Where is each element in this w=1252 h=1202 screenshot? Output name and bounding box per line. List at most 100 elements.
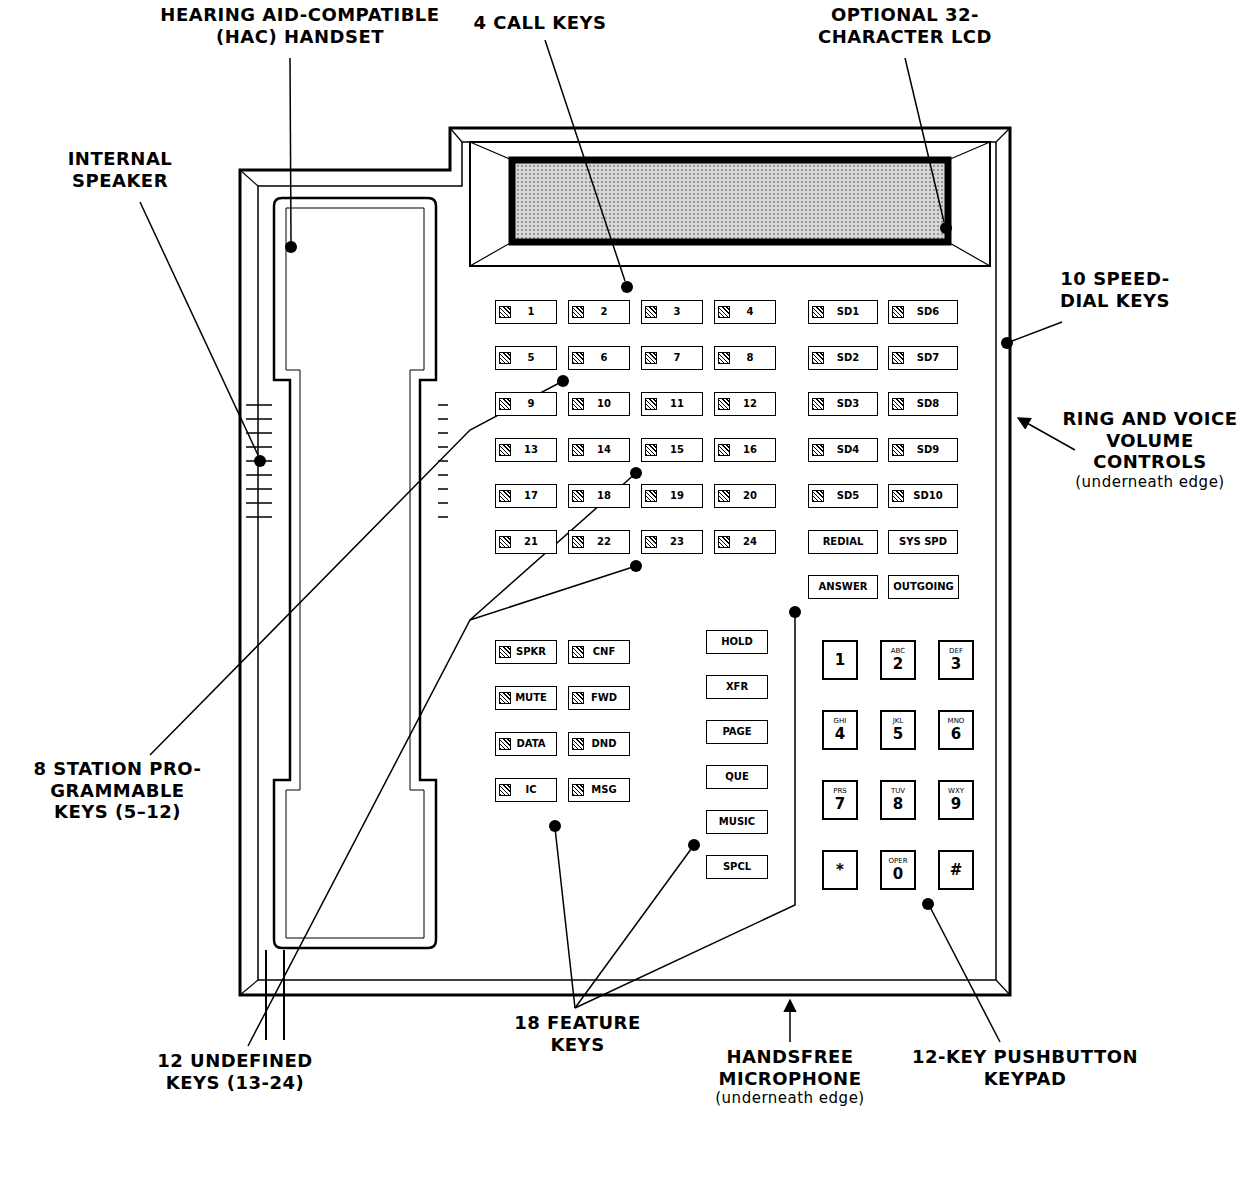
keypad-key: MNO6 — [938, 710, 974, 750]
key-legend: IC — [525, 785, 536, 795]
keypad-legend: 5 — [893, 727, 903, 742]
led-indicator — [499, 306, 511, 318]
feature-key: QUE — [706, 765, 768, 789]
led-indicator — [892, 444, 904, 456]
leader-line — [470, 566, 636, 620]
led-indicator — [645, 306, 657, 318]
led-indicator — [812, 398, 824, 410]
key-legend: SYS SPD — [899, 537, 947, 547]
speed-dial-key: SD4 — [808, 438, 878, 462]
leader-dot — [285, 241, 297, 253]
key-legend: SPCL — [723, 862, 751, 872]
callout: 12-KEY PUSHBUTTON KEYPAD — [905, 1046, 1145, 1089]
keypad-key: WXY9 — [938, 780, 974, 820]
function-key: REDIAL — [808, 530, 878, 554]
call-key: 1 — [495, 300, 557, 324]
leader-dot — [557, 375, 569, 387]
grille-slot — [246, 502, 272, 504]
keypad-legend: JKL — [893, 718, 904, 725]
feature-key: XFR — [706, 675, 768, 699]
key-legend: DND — [592, 739, 617, 749]
key-legend: SD4 — [837, 445, 859, 455]
leader-line — [248, 473, 636, 1046]
key-legend: SD5 — [837, 491, 859, 501]
feature-key: MUSIC — [706, 810, 768, 834]
led-indicator — [572, 444, 584, 456]
led-indicator — [572, 490, 584, 502]
keypad-key: DEF3 — [938, 640, 974, 680]
grille-slot — [246, 446, 272, 448]
key-legend: 15 — [670, 445, 684, 455]
leader-line — [930, 907, 1000, 1042]
led-indicator — [499, 784, 511, 796]
key-legend: SD2 — [837, 353, 859, 363]
led-indicator — [572, 646, 584, 658]
call-key: 20 — [714, 484, 776, 508]
housing-bevel — [996, 980, 1010, 995]
keypad-key: OPER0 — [880, 850, 916, 890]
leader-dot — [940, 222, 952, 234]
call-key: 17 — [495, 484, 557, 508]
call-key: 5 — [495, 346, 557, 370]
feature-key: MUTE — [495, 686, 557, 710]
grille-slot — [246, 488, 272, 490]
call-key: 22 — [568, 530, 630, 554]
speaker-grille — [246, 405, 448, 517]
keypad-key: TUV8 — [880, 780, 916, 820]
grille-slot — [246, 474, 272, 476]
grille-slot — [438, 488, 448, 490]
grille-slot — [438, 516, 448, 518]
led-indicator — [718, 306, 730, 318]
callout-label: (underneath edge) — [1060, 473, 1240, 491]
callout-label: 10 SPEED- DIAL KEYS — [1045, 268, 1185, 311]
speed-dial-key: SD8 — [888, 392, 958, 416]
led-indicator — [892, 490, 904, 502]
leader-line — [575, 845, 694, 1008]
led-indicator — [645, 352, 657, 364]
housing-bevel — [258, 142, 996, 980]
key-legend: 11 — [670, 399, 684, 409]
handset-inner — [286, 208, 424, 938]
key-legend: HOLD — [721, 637, 753, 647]
keypad-key: 1 — [822, 640, 858, 680]
grille-slot — [246, 404, 272, 406]
callout-label: RING AND VOICE VOLUME CONTROLS — [1060, 408, 1240, 473]
leader-line — [150, 381, 563, 755]
key-legend: PAGE — [722, 727, 751, 737]
key-legend: SD10 — [913, 491, 942, 501]
led-indicator — [499, 490, 511, 502]
key-legend: 8 — [747, 353, 754, 363]
led-indicator — [718, 398, 730, 410]
feature-key: FWD — [568, 686, 630, 710]
leader-dot — [621, 281, 633, 293]
led-indicator — [718, 536, 730, 548]
call-key: 21 — [495, 530, 557, 554]
led-indicator — [718, 444, 730, 456]
key-legend: SD6 — [917, 307, 939, 317]
leader-dot — [789, 606, 801, 618]
callout: 18 FEATURE KEYS — [510, 1012, 645, 1055]
speed-dial-key: SD6 — [888, 300, 958, 324]
led-indicator — [499, 444, 511, 456]
callout-label: (underneath edge) — [690, 1089, 890, 1107]
key-legend: 1 — [528, 307, 535, 317]
grille-slot — [246, 432, 272, 434]
call-key: 8 — [714, 346, 776, 370]
led-indicator — [572, 398, 584, 410]
callout-label: HANDSFREE MICROPHONE — [690, 1046, 890, 1089]
key-legend: XFR — [726, 682, 748, 692]
keypad-key: ABC2 — [880, 640, 916, 680]
feature-key: DATA — [495, 732, 557, 756]
lcd-bezel — [470, 142, 990, 266]
leader-line — [545, 40, 625, 281]
led-indicator — [572, 306, 584, 318]
speed-dial-key: SD9 — [888, 438, 958, 462]
led-indicator — [572, 692, 584, 704]
key-legend: DATA — [516, 739, 545, 749]
housing-bevel — [240, 170, 258, 186]
feature-key: PAGE — [706, 720, 768, 744]
led-indicator — [499, 536, 511, 548]
key-legend: 23 — [670, 537, 684, 547]
key-legend: MUSIC — [719, 817, 755, 827]
feature-key: HOLD — [706, 630, 768, 654]
